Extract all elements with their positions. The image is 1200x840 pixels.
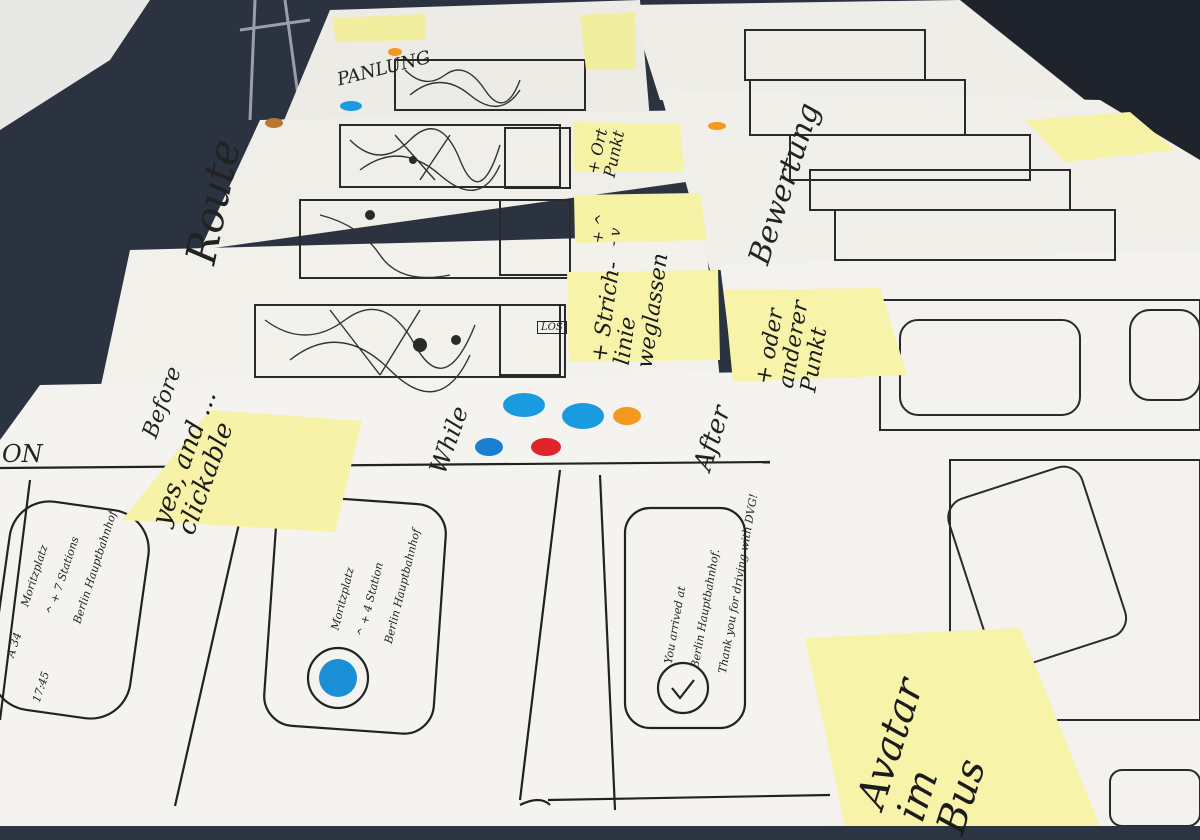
while-line-1: Moritzplatz [328, 566, 357, 632]
wireframes-front [0, 460, 831, 811]
los-button: LOS [537, 321, 567, 334]
before-line-1: Moritzplatz [18, 543, 51, 609]
after-line-1: You arrived at [661, 585, 688, 665]
map-scribbles [264, 69, 521, 393]
blue-location-dot [319, 659, 357, 697]
wireframes-back [254, 29, 1200, 827]
while-line-2: ^ + 4 Station [355, 561, 387, 639]
sticky-anderer-punkt: + oder anderer Punkt [751, 298, 833, 395]
after-line-2: Berlin Hauptbahnhof. [688, 548, 723, 670]
sticky-note-shapes [122, 12, 1175, 826]
map-dots [365, 156, 461, 352]
sticky-plus-minus: + ^ - v [588, 212, 625, 248]
edge-text: ON [2, 440, 43, 468]
wall [0, 0, 150, 130]
sticker-dots [265, 48, 726, 456]
